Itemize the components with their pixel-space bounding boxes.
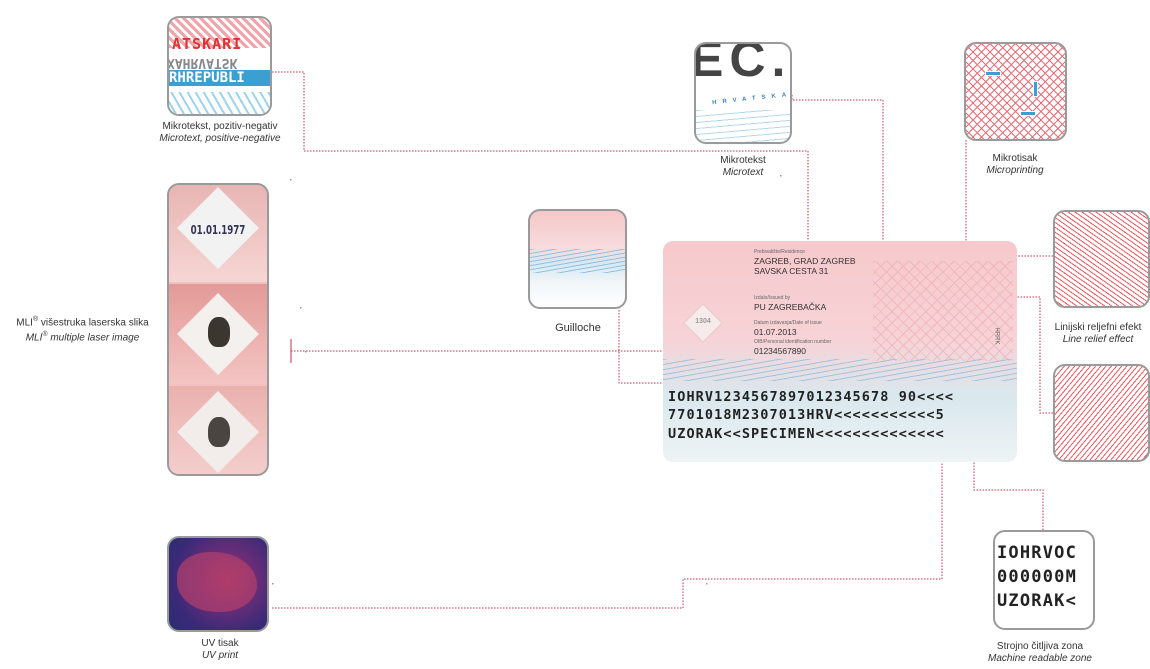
- id-card-back: 1304 HRRK: [663, 241, 1017, 462]
- caption-mrz: Strojno čitljiva zona Machine readable z…: [988, 641, 1092, 664]
- microtext-wave-pattern: [169, 92, 270, 114]
- mli-panel-date: 01.01.1977: [169, 185, 267, 282]
- caption-microprinting: Mikrotisak Microprinting: [986, 153, 1044, 176]
- uv-print-image: [167, 536, 269, 632]
- mli-face-2: [208, 417, 230, 447]
- mrz-zoom-line-3: UZORAK<: [997, 591, 1078, 611]
- microprinting-cross-3: [1034, 82, 1037, 96]
- card-date-value: 01.07.2013: [754, 327, 797, 337]
- connector-microtext-pn: [272, 71, 809, 369]
- microtext-big-letters: EC.: [694, 42, 792, 87]
- card-residence-line1: ZAGREB, GRAD ZAGREB: [754, 256, 856, 266]
- mli-image-strip: 01.01.1977: [167, 183, 269, 476]
- microtext-small-letters: HRVATSKA: [711, 91, 792, 107]
- card-side-text: HRRK: [993, 327, 1000, 345]
- connector-uv: [272, 329, 957, 609]
- mli-panel-face-2: [169, 386, 267, 474]
- microtext-red-band: [169, 18, 270, 48]
- card-issued-label: Izdalo/Issued by: [754, 295, 791, 301]
- card-oib-label: OIB/Personal identification number: [754, 339, 832, 345]
- line-relief-image-1: [1053, 210, 1150, 308]
- caption-microtext: Mikrotekst Microtext: [720, 155, 766, 178]
- microtext-lines: [696, 110, 790, 142]
- mli-panel-face-1: [169, 284, 267, 384]
- mrz-zoom-line-1: IOHRVOC: [997, 543, 1078, 563]
- caption-guilloche: Guilloche: [555, 322, 601, 334]
- caption-microtext-pn: Mikrotekst, pozitiv-negativ Microtext, p…: [159, 121, 281, 144]
- connector-mli: [291, 350, 710, 370]
- mrz-zoom-image: [993, 530, 1095, 630]
- card-oib-value: 01234567890: [754, 346, 807, 356]
- microprinting-cross-1: [986, 72, 1000, 75]
- connector-microtext: [791, 95, 884, 378]
- mli-face-1: [208, 317, 230, 347]
- microprinting-pattern: [966, 44, 1065, 139]
- card-relief-pattern: [873, 261, 1013, 361]
- microtext-sample-2: XAHRVATSK: [167, 55, 238, 70]
- microtext-positive-negative-image: ATSKARI XAHRVATSK RHREPUBLI: [167, 16, 272, 116]
- caption-mli: MLI® višestruka laserska slika MLI® mult…: [16, 316, 149, 344]
- microtext-sample-3: RHREPUBLI: [169, 70, 270, 86]
- card-mrz-line-1: IOHRV1234567897012345678 90<<<<: [668, 389, 955, 405]
- card-mrz-line-2: 7701018M2307013HRV<<<<<<<<<<<5: [668, 407, 945, 423]
- microtext-sample-1: ATSKARI: [172, 35, 243, 53]
- guilloche-waves: [530, 249, 625, 273]
- guilloche-image: [528, 209, 627, 309]
- connector-guilloche: [618, 307, 674, 384]
- mrz-zoom-line-2: 000000M: [997, 567, 1078, 587]
- microprinting-image: [964, 42, 1067, 141]
- card-mli-text: 1304: [695, 318, 711, 325]
- card-date-label: Datum izdavanja/Date of issue: [754, 320, 822, 326]
- microtext-image: EC. HRVATSKA: [694, 42, 792, 144]
- card-mrz-line-3: UZORAK<<SPECIMEN<<<<<<<<<<<<<<: [668, 426, 945, 442]
- card-issued-value: PU ZAGREBAČKA: [754, 302, 827, 312]
- microprinting-cross-2: [1021, 112, 1035, 115]
- caption-line-relief: Linijski reljefni efekt Line relief effe…: [1054, 322, 1142, 345]
- card-residence-line2: SAVSKA CESTA 31: [754, 266, 829, 276]
- line-relief-image-2: [1053, 364, 1150, 462]
- card-residence-label: Prebivalište/Residence: [754, 249, 805, 255]
- caption-uv: UV tisak UV print: [201, 638, 239, 661]
- mli-date-text: 01.01.1977: [190, 223, 246, 237]
- uv-map-land: [177, 552, 257, 612]
- card-guilloche-band: [663, 359, 1017, 381]
